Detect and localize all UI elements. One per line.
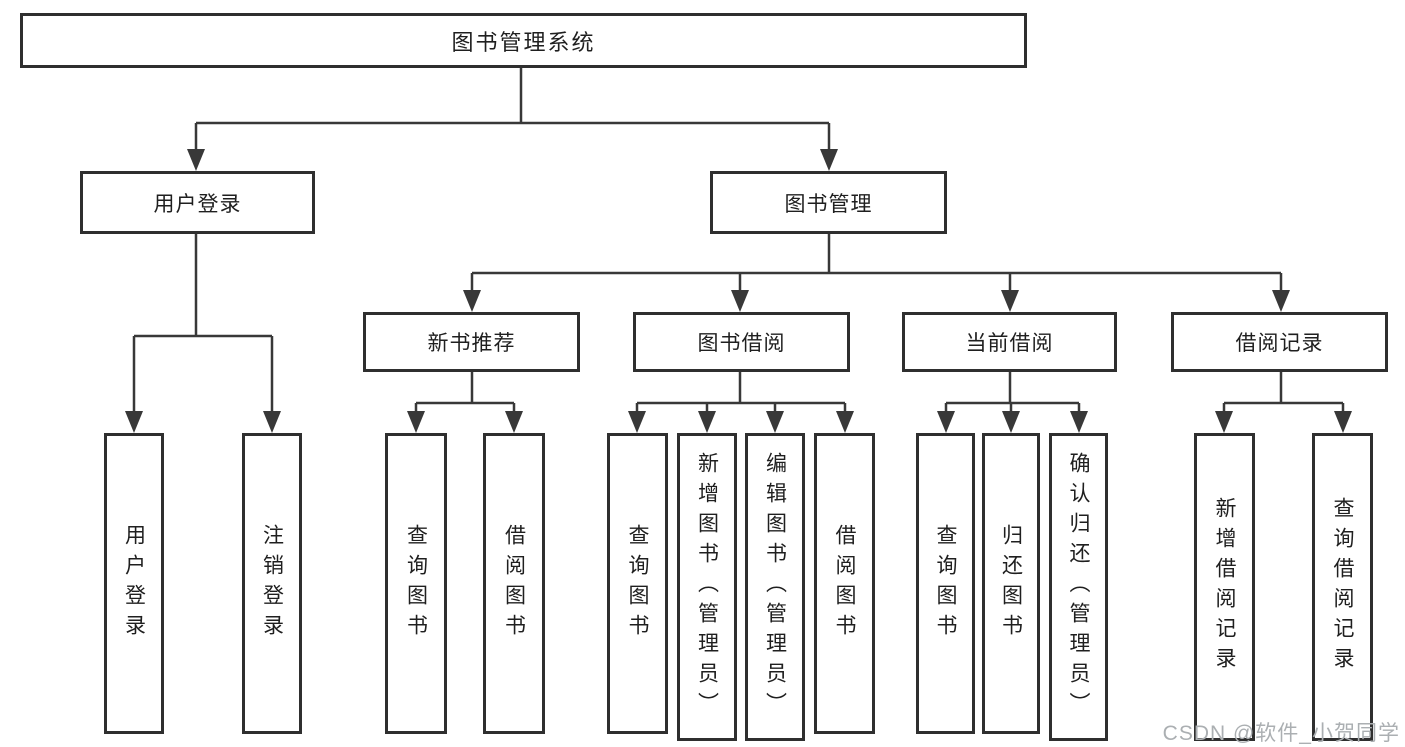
leaf-user-login: 用户登录 xyxy=(104,433,164,734)
leaf-add-borrow-record-label: 新增借阅记录 xyxy=(1213,497,1236,677)
node-borrow-records: 借阅记录 xyxy=(1171,312,1388,372)
leaf-add-borrow-record: 新增借阅记录 xyxy=(1194,433,1255,741)
leaf-edit-book-admin: 编辑图书（管理员） xyxy=(745,433,805,741)
leaf-query-book-3-label: 查询图书 xyxy=(934,523,957,644)
node-book-management: 图书管理 xyxy=(710,171,947,234)
leaf-add-book-admin: 新增图书（管理员） xyxy=(677,433,737,741)
leaf-query-borrow-record-label: 查询借阅记录 xyxy=(1331,497,1354,677)
leaf-logout: 注销登录 xyxy=(242,433,302,734)
leaf-return-book-label: 归还图书 xyxy=(999,523,1023,644)
leaf-confirm-return-admin: 确认归还（管理员） xyxy=(1049,433,1108,741)
leaf-edit-book-admin-label: 编辑图书（管理员） xyxy=(763,452,787,722)
leaf-query-book-1-label: 查询图书 xyxy=(404,523,428,644)
node-book-borrow-label: 图书借阅 xyxy=(697,332,786,355)
node-book-borrow: 图书借阅 xyxy=(633,312,850,372)
leaf-query-book-1: 查询图书 xyxy=(385,433,447,734)
node-user-login: 用户登录 xyxy=(80,171,315,234)
node-root: 图书管理系统 xyxy=(20,13,1027,68)
leaf-query-book-2: 查询图书 xyxy=(607,433,668,734)
leaf-return-book: 归还图书 xyxy=(982,433,1040,734)
node-book-management-label: 图书管理 xyxy=(784,192,873,216)
node-user-login-label: 用户登录 xyxy=(153,192,242,216)
node-new-book-recommend: 新书推荐 xyxy=(363,312,580,372)
node-new-book-recommend-label: 新书推荐 xyxy=(427,332,516,355)
leaf-confirm-return-admin-label: 确认归还（管理员） xyxy=(1067,452,1090,722)
leaf-add-book-admin-label: 新增图书（管理员） xyxy=(695,452,719,722)
leaf-user-login-label: 用户登录 xyxy=(122,523,146,644)
node-current-borrow-label: 当前借阅 xyxy=(965,332,1054,355)
leaf-query-book-2-label: 查询图书 xyxy=(626,523,649,644)
csdn-watermark: CSDN @软件_小贺同学 xyxy=(1162,722,1400,745)
leaf-borrow-book-1: 借阅图书 xyxy=(483,433,545,734)
leaf-query-borrow-record: 查询借阅记录 xyxy=(1312,433,1373,741)
leaf-borrow-book-1-label: 借阅图书 xyxy=(502,523,526,644)
node-borrow-records-label: 借阅记录 xyxy=(1235,332,1324,355)
leaf-borrow-book-2: 借阅图书 xyxy=(814,433,875,734)
node-current-borrow: 当前借阅 xyxy=(902,312,1117,372)
leaf-logout-label: 注销登录 xyxy=(260,523,284,644)
node-root-label: 图书管理系统 xyxy=(451,29,596,55)
leaf-borrow-book-2-label: 借阅图书 xyxy=(833,523,856,644)
leaf-query-book-3: 查询图书 xyxy=(916,433,975,734)
